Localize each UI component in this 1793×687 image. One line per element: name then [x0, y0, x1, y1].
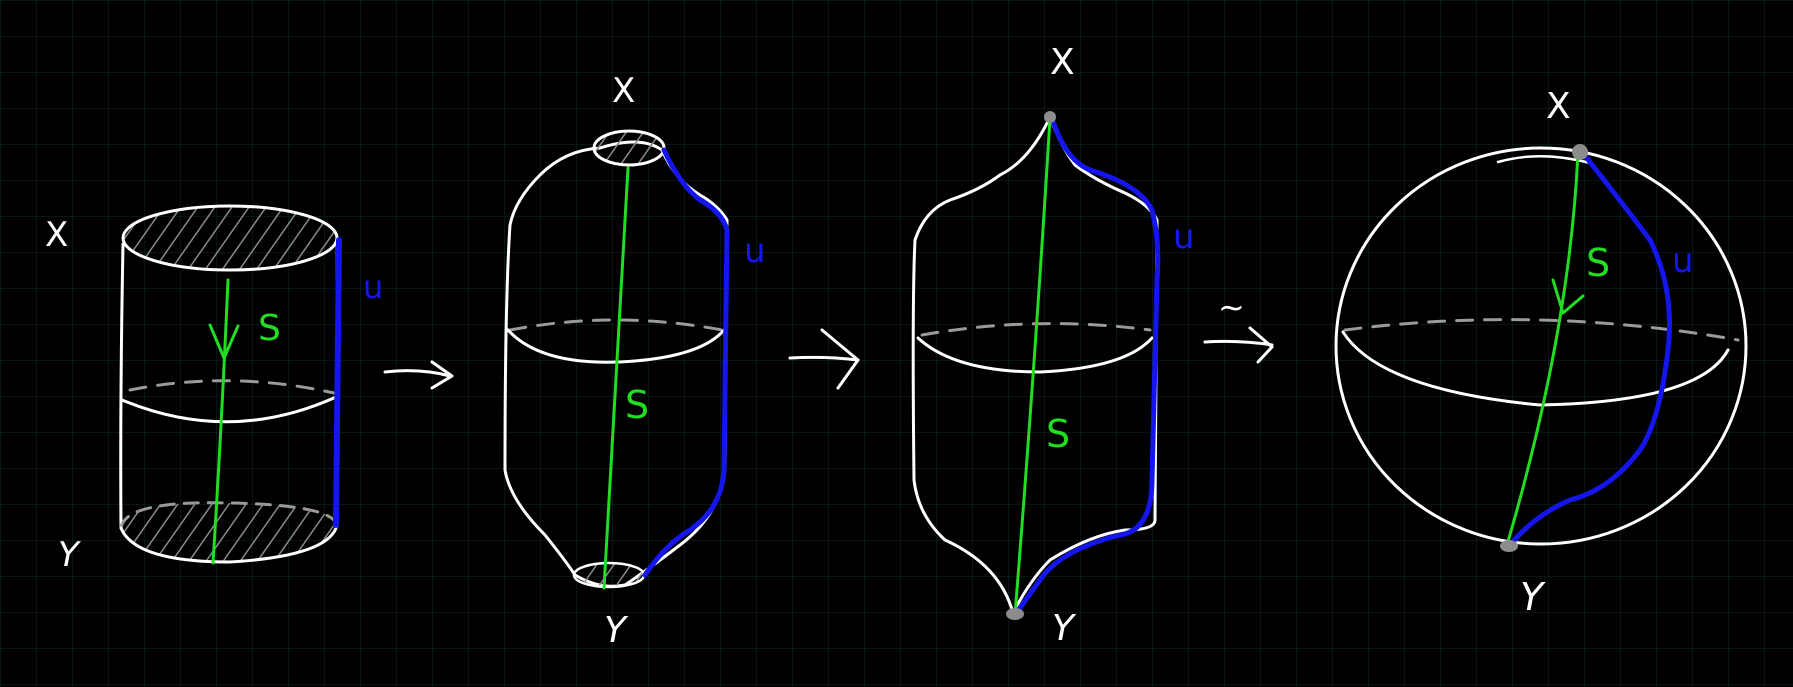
sphere-outline	[1334, 146, 1748, 546]
path-u-sphere	[1507, 149, 1672, 548]
label-u: u	[744, 231, 766, 271]
label-x: X	[45, 215, 68, 255]
label-y: Y	[1052, 608, 1077, 649]
sphere-top-stroke	[1496, 155, 1592, 165]
homeomorphism-symbol: ~	[1218, 288, 1245, 326]
pinched-bottom-disk	[572, 561, 646, 589]
path-u-pinched-points	[1014, 115, 1161, 615]
path-u-cylinder	[333, 237, 342, 528]
label-x: X	[1546, 86, 1571, 127]
pinched-points-equator-front	[916, 336, 1154, 374]
path-u-pinched	[642, 147, 730, 578]
cylinder-equator-front	[120, 395, 338, 424]
label-s: S	[258, 308, 281, 349]
sphere-equator-back	[1343, 318, 1740, 342]
figure-cylinder: X Y S u	[45, 204, 383, 575]
cylinder-bottom-front	[119, 523, 339, 564]
label-x: X	[1050, 42, 1075, 83]
path-s-sphere	[1505, 150, 1580, 547]
cylinder-left-side	[119, 242, 125, 530]
pinched-top-disk	[592, 129, 666, 167]
point-x	[1044, 111, 1056, 123]
label-y: Y	[58, 535, 81, 575]
label-y: Y	[1520, 575, 1546, 619]
label-u: u	[1173, 217, 1195, 257]
point-y	[1500, 540, 1518, 552]
label-s: S	[1046, 412, 1070, 456]
pinched-points-outline	[911, 115, 1159, 615]
path-s-pinched	[602, 166, 630, 590]
cylinder-bottom-disk	[121, 502, 337, 562]
path-s-cylinder	[211, 278, 230, 565]
label-s: S	[625, 383, 649, 427]
point-x	[1572, 144, 1588, 160]
sphere-equator-front	[1341, 330, 1730, 407]
path-s-pinched-points	[1013, 116, 1052, 617]
figure-pinched-points: X Y S u	[911, 42, 1195, 649]
label-x: X	[612, 71, 635, 111]
figure-sphere: X Y S u	[1334, 86, 1748, 619]
homeomorphism-arrow: ~	[1203, 288, 1274, 364]
label-u: u	[363, 268, 383, 306]
path-s-arrowhead	[1551, 278, 1585, 315]
figure-pinched: X Y S u	[503, 71, 766, 651]
cylinder-top-disk	[121, 204, 339, 272]
map-arrow-2	[788, 328, 860, 390]
label-u: u	[1672, 241, 1694, 281]
point-y	[1006, 608, 1024, 620]
cylinder-equator-back	[128, 379, 336, 395]
label-s: S	[1586, 241, 1610, 285]
path-s-arrowhead	[208, 323, 240, 360]
map-arrow-1	[383, 360, 454, 390]
label-y: Y	[604, 610, 629, 651]
pinched-equator-front	[506, 328, 726, 364]
